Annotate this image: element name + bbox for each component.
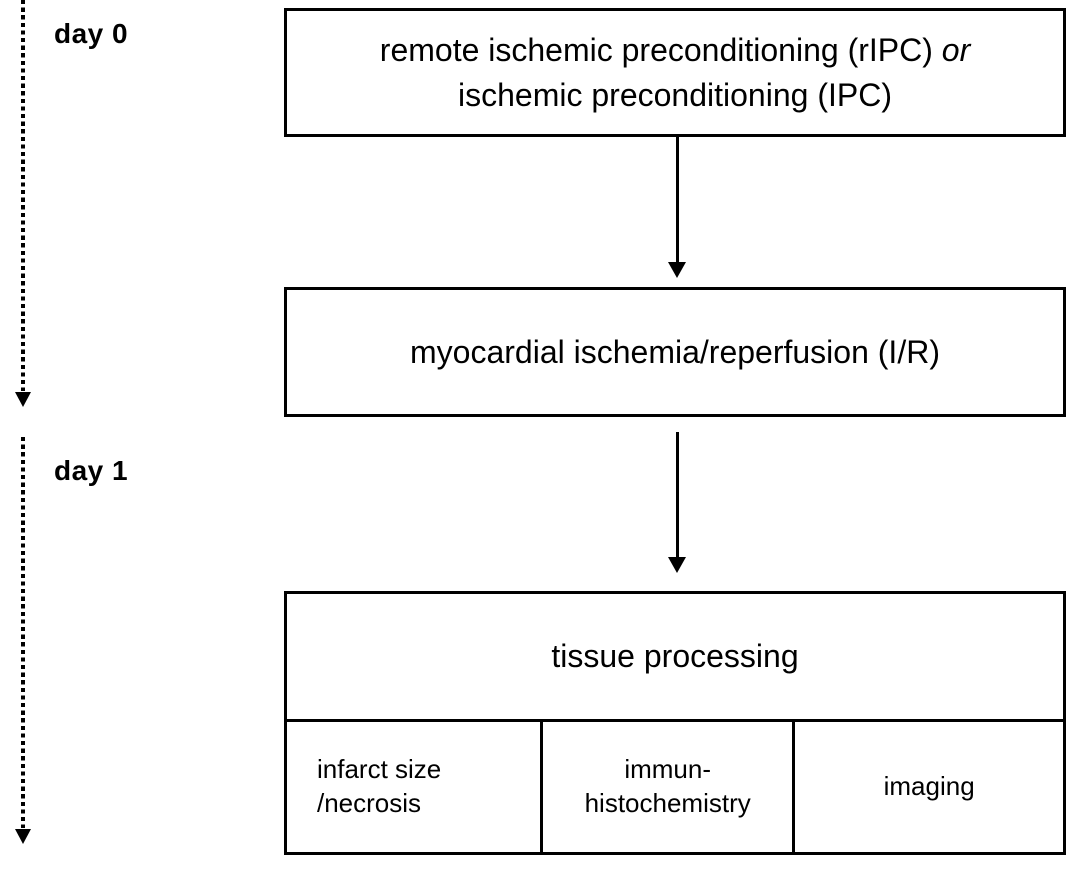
cell-immunhistochemistry-line2: histochemistry (584, 788, 751, 818)
cell-infarct-size-line1: infarct size (317, 754, 442, 785)
box-ischemia-reperfusion-label: myocardial ischemia/reperfusion (I/R) (410, 333, 940, 370)
cell-immunhistochemistry-line1: immun- (624, 754, 711, 785)
connector-arrow-1-line (676, 137, 679, 263)
cell-imaging-line1: imaging (883, 771, 975, 802)
box-preconditioning-line2: ischemic preconditioning (IPC) (458, 76, 892, 113)
cell-infarct-size-necrosis-text: infarct size /necrosis (317, 753, 441, 821)
box-preconditioning: remote ischemic preconditioning (rIPC) o… (284, 8, 1066, 137)
timeline-day1-arrowhead-icon (15, 829, 31, 844)
cell-immunhistochemistry-text: immun- histochemistry (585, 753, 751, 821)
box-tissue-processing: tissue processing infarct size /necrosis… (284, 591, 1066, 855)
cell-immunhistochemistry: immun- histochemistry (543, 722, 796, 852)
timeline-day1-dotted-line (21, 437, 25, 828)
cell-infarct-size-line2: /necrosis (317, 788, 422, 818)
box-preconditioning-line1-text: remote ischemic preconditioning (rIPC) (379, 31, 933, 68)
tissue-processing-title: tissue processing (287, 594, 1063, 722)
box-preconditioning-or-conjunction: or (941, 31, 971, 68)
connector-arrow-2-arrowhead-icon (668, 557, 686, 573)
tissue-processing-methods-row: infarct size /necrosis immun- histochemi… (287, 722, 1063, 852)
connector-arrow-1-arrowhead-icon (668, 262, 686, 278)
cell-infarct-size-necrosis: infarct size /necrosis (287, 722, 544, 852)
box-ischemia-reperfusion: myocardial ischemia/reperfusion (I/R) (284, 287, 1066, 417)
timeline-day0-dotted-line (21, 0, 25, 391)
connector-arrow-2-line (676, 432, 679, 558)
timeline-label-day1: day 1 (54, 455, 129, 486)
timeline-label-day0: day 0 (54, 18, 129, 49)
timeline-day0-arrowhead-icon (15, 392, 31, 407)
box-preconditioning-line1: remote ischemic preconditioning (rIPC) o… (380, 28, 970, 73)
cell-imaging: imaging (795, 722, 1063, 852)
